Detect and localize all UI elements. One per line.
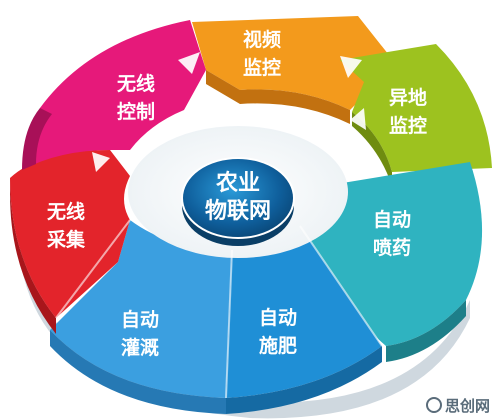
segment-video: 视频 监控 [192, 16, 396, 124]
segment-control-shape [22, 20, 206, 170]
segment-control-edge [22, 108, 52, 170]
segment-control-label-1: 无线 [117, 72, 155, 95]
flow-arrows [92, 52, 366, 172]
segment-remote-shape [340, 44, 492, 172]
segment-control: 无线 控制 [22, 20, 206, 170]
segment-video-label-2: 监控 [243, 56, 281, 79]
segment-video-label-1: 视频 [243, 28, 281, 51]
segment-spray-label-2: 喷药 [373, 236, 411, 259]
segment-collect-label-2: 采集 [47, 228, 86, 251]
segment-remote-label-1: 异地 [389, 86, 427, 109]
watermark-logo-icon [425, 397, 442, 413]
segment-irrigate-label-2: 灌溉 [121, 336, 159, 359]
segment-control-label-2: 控制 [117, 100, 155, 123]
segment-spray-label-1: 自动 [373, 208, 411, 231]
segment-collect-shape [10, 150, 130, 318]
center-hub: 农业 物联网 [181, 157, 295, 246]
segment-collect: 无线 采集 [10, 150, 130, 334]
segment-irrigate: 自动 灌溉 [50, 220, 232, 414]
segment-collect-label-1: 无线 [47, 200, 85, 223]
segment-video-shape [192, 16, 396, 110]
segment-collect-edge [10, 178, 56, 334]
segment-remote-edge [352, 112, 392, 186]
segment-irrigate-edge [50, 330, 226, 414]
segment-remote: 异地 监控 [340, 44, 492, 186]
center-title-line-1: 农业 [215, 170, 260, 196]
segment-fertilize-shape [226, 226, 382, 398]
segment-fertilize: 自动 施肥 [226, 226, 382, 414]
segment-irrigate-label-1: 自动 [121, 308, 159, 331]
segment-fertilize-label-2: 施肥 [259, 334, 297, 357]
center-hub-circle [181, 157, 295, 239]
arrow-3-icon [350, 108, 366, 130]
segment-fertilize-label-1: 自动 [259, 306, 297, 329]
segment-remote-label-2: 监控 [389, 114, 427, 137]
watermark: 思创网 [425, 395, 490, 416]
segment-spray-edge [386, 300, 466, 362]
segment-video-edge [206, 70, 350, 124]
inner-dividers [55, 219, 383, 399]
arrow-1-icon [178, 52, 200, 74]
arrow-2-icon [340, 56, 362, 78]
segment-fertilize-edge [226, 346, 382, 414]
center-title-line-2: 物联网 [205, 198, 271, 224]
watermark-text: 思创网 [444, 397, 490, 415]
segment-irrigate-shape [50, 220, 232, 398]
arrow-4-icon [92, 152, 110, 172]
